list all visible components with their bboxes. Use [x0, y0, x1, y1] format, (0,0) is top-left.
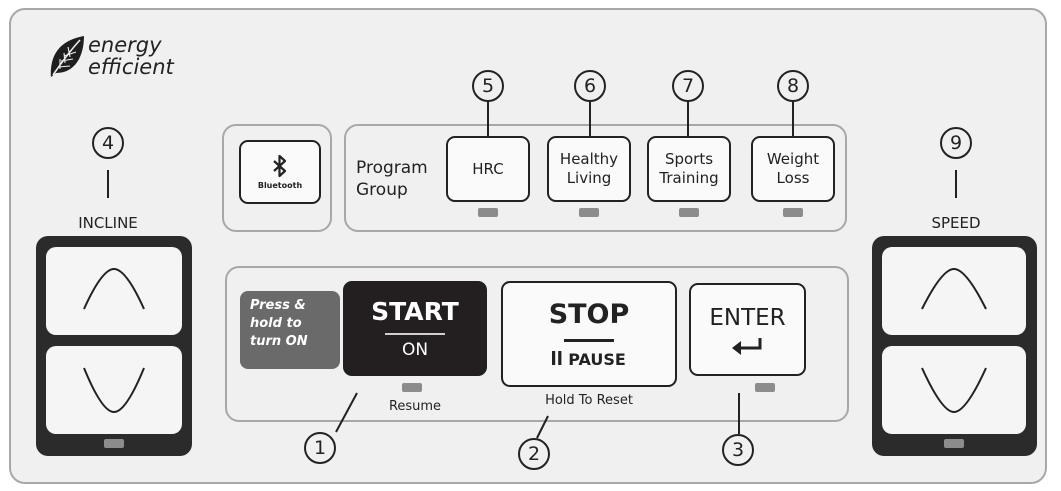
sports-training-label-line-2: Training: [659, 169, 719, 187]
program-group-label: Program Group: [356, 157, 428, 201]
incline-up-icon: [83, 267, 145, 310]
weight-loss-button[interactable]: Weight Loss: [751, 136, 835, 202]
bluetooth-button[interactable]: Bluetooth: [239, 140, 321, 204]
stop-button-divider: [564, 338, 614, 342]
callout-8: 8: [777, 70, 809, 102]
logo-line-2: efficient: [88, 55, 174, 79]
callout-6-leader: [589, 101, 591, 136]
incline-up-button[interactable]: [46, 247, 182, 335]
callout-1: 1: [304, 432, 336, 464]
callout-6: 6: [574, 70, 606, 102]
leaf-icon: [50, 36, 84, 77]
stop-button-sublabel-row: PAUSE: [552, 350, 626, 370]
speed-up-button[interactable]: [882, 247, 1026, 335]
incline-indicator-led: [104, 439, 124, 448]
sports-training-indicator-led: [679, 208, 699, 217]
callout-2: 2: [518, 438, 550, 470]
press-hold-hint-line-1: Press &: [250, 298, 306, 313]
weight-loss-indicator-led: [783, 208, 803, 217]
start-button[interactable]: START ON: [343, 281, 487, 376]
sports-training-button[interactable]: Sports Training: [647, 136, 731, 202]
enter-button[interactable]: ENTER: [689, 283, 806, 376]
callout-5-leader: [487, 101, 489, 136]
logo-line-1: energy: [88, 33, 162, 57]
press-hold-hint-line-3: turn ON: [250, 334, 308, 349]
healthy-living-label-line-1: Healthy: [559, 150, 619, 168]
program-group-label-line-2: Group: [356, 180, 408, 200]
press-hold-hint-line-2: hold to: [250, 316, 302, 331]
bluetooth-label: Bluetooth: [257, 180, 303, 190]
start-button-sublabel: ON: [401, 340, 429, 360]
hrc-button[interactable]: HRC: [446, 136, 530, 202]
incline-down-button[interactable]: [46, 346, 182, 434]
hrc-button-label: HRC: [472, 159, 504, 178]
sports-training-label-line-1: Sports: [664, 150, 714, 168]
speed-up-icon: [921, 267, 987, 310]
weight-loss-label-line-2: Loss: [776, 169, 810, 187]
bluetooth-icon: [273, 154, 287, 177]
speed-label: SPEED: [931, 214, 981, 232]
stop-button-sublabel: PAUSE: [568, 349, 626, 369]
start-button-label: START: [371, 297, 459, 326]
callout-4-leader: [107, 170, 109, 198]
speed-down-button[interactable]: [882, 346, 1026, 434]
pause-icon: [552, 350, 562, 370]
callout-4: 4: [92, 127, 124, 159]
healthy-living-label-line-2: Living: [566, 169, 612, 187]
enter-indicator-led: [755, 383, 775, 392]
press-hold-hint: Press & hold to turn ON: [240, 291, 340, 369]
healthy-living-button[interactable]: Healthy Living: [547, 136, 631, 202]
start-button-divider: [385, 333, 445, 335]
incline-label: INCLINE: [78, 214, 138, 232]
program-group-label-line-1: Program: [356, 158, 428, 178]
weight-loss-label-line-1: Weight: [766, 150, 820, 168]
callout-5: 5: [472, 70, 504, 102]
incline-down-icon: [83, 367, 145, 414]
callout-9-leader: [955, 170, 957, 198]
callout-7-leader: [687, 101, 689, 136]
healthy-living-indicator-led: [579, 208, 599, 217]
stop-button-label: STOP: [548, 298, 630, 330]
speed-indicator-led: [944, 439, 964, 448]
speed-down-icon: [921, 367, 987, 414]
start-indicator-led: [402, 383, 422, 392]
callout-8-leader: [792, 101, 794, 136]
stop-button[interactable]: STOP PAUSE: [501, 281, 677, 387]
hrc-indicator-led: [478, 208, 498, 217]
callout-7: 7: [672, 70, 704, 102]
hold-to-reset-caption: Hold To Reset: [545, 393, 633, 408]
logo-text: energy efficient: [88, 34, 174, 78]
enter-button-label: ENTER: [709, 304, 786, 331]
callout-3: 3: [722, 434, 754, 466]
return-arrow-icon: [731, 337, 761, 355]
resume-caption: Resume: [388, 399, 442, 414]
callout-9: 9: [940, 127, 972, 159]
